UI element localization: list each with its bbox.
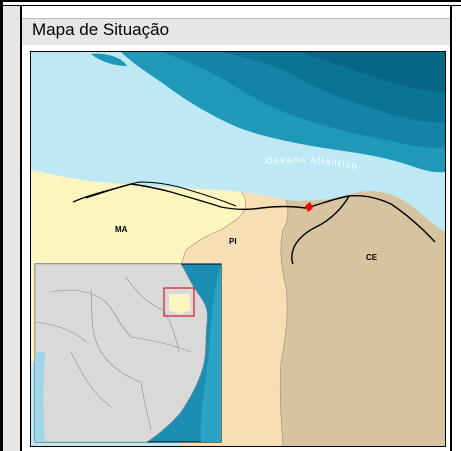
state-label-ce: CE (366, 253, 378, 262)
ceara-state (280, 191, 445, 446)
location-marker (305, 202, 313, 212)
route-line-east (305, 195, 436, 243)
state-label-ma: MA (115, 225, 128, 234)
column-divider (20, 6, 22, 451)
deep-ocean-3 (301, 52, 445, 92)
inset-highlight-fill (169, 294, 191, 314)
ocean-shoal (91, 53, 127, 66)
left-border (0, 0, 3, 451)
map-title: Mapa de Situação (32, 20, 170, 39)
inset-west-strip (35, 352, 45, 442)
left-gutter (3, 6, 20, 451)
pi-ce-border (279, 199, 289, 446)
map-svg: Oceano Atlântico MA PI CE (31, 52, 445, 446)
inset-map (34, 263, 222, 443)
situation-map: Oceano Atlântico MA PI CE (30, 51, 446, 447)
top-rule-secondary (0, 5, 461, 6)
route-line-branch (291, 195, 350, 265)
inset-highlight-box (163, 287, 195, 317)
right-border (450, 6, 452, 451)
inset-shallow-ocean (200, 264, 221, 442)
inset-borders (34, 276, 192, 431)
title-bar (22, 18, 450, 45)
state-label-pi: PI (229, 237, 237, 246)
top-rule (0, 0, 461, 2)
route-line-west-b (85, 181, 237, 207)
